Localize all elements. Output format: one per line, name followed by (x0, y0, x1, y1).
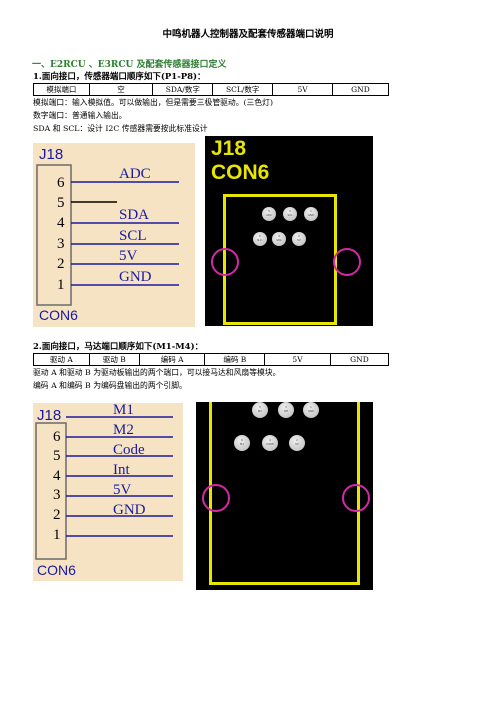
pin-label-int: Int (113, 462, 130, 478)
pcb-body-outline (209, 402, 360, 585)
pin-number: 2 (57, 256, 65, 272)
pin-number: 6 (57, 175, 65, 191)
sensor-port-table: 模拟端口 空 SDA/数字 SCL/数字 5V GND (33, 83, 390, 96)
subsection-heading-sensor: 1.面向接口，传感器端口顺序如下(P1-P8)： (33, 72, 206, 82)
motor-port-table: 驱动 A 驱动 B 编码 A 编码 B 5V GND (33, 353, 390, 366)
connector-outline (36, 164, 72, 306)
pin-label-m2: M2 (113, 422, 134, 438)
port-cell: 模拟端口 (33, 83, 90, 96)
motor-schematic: J18 6 5 4 3 2 1 M1 M2 Code Int 5V GND CO… (33, 403, 183, 581)
schematic-bg (33, 403, 183, 581)
connector-outline (35, 422, 67, 560)
pin-label-m1: M1 (113, 403, 134, 418)
pin-label-gnd: GND (113, 502, 146, 518)
pin-number: 1 (57, 277, 65, 293)
subsection-heading-motor: 2.面向接口，马达端口顺序如下(M1-M4)： (33, 342, 204, 352)
note-line: SDA 和 SCL：设计 I2C 传感器需要按此标准设计 (33, 124, 208, 133)
schematic-bg (33, 143, 195, 327)
note-line: 编码 A 和编码 B 为编码盘输出的两个引脚。 (33, 381, 187, 390)
port-cell: 驱动 A (33, 353, 90, 366)
pin-label-5v: 5V (119, 248, 138, 264)
mount-hole-left (202, 484, 230, 512)
mount-hole-right (342, 484, 370, 512)
mount-hole-right (333, 248, 361, 276)
pin-number: 6 (53, 429, 61, 445)
schematic-part: CON6 (39, 307, 78, 323)
section-heading: 一、E2RCU 、E3RCU 及配套传感器接口定义 (32, 60, 227, 70)
pin-label-sda: SDA (119, 207, 149, 223)
port-cell: 5V (264, 353, 331, 366)
pin-number: 5 (53, 448, 61, 464)
pin-label-5v: 5V (113, 482, 132, 498)
port-cell: GND (331, 83, 390, 96)
document-title: 中鸣机器人控制器及配套传感器端口说明 (162, 29, 334, 40)
pin-label-adc: ADC (119, 166, 151, 182)
pin-number: 3 (57, 236, 65, 252)
pin-number: 3 (53, 487, 61, 503)
schematic-ref: J18 (39, 146, 63, 163)
schematic-part: CON6 (37, 562, 76, 578)
mount-hole-left (211, 248, 239, 276)
pin-label-code: Code (113, 442, 145, 458)
port-cell: 编码 B (204, 353, 266, 366)
pcb-ref: J18 (211, 137, 247, 160)
pcb-part: CON6 (211, 161, 270, 184)
pin-number: 4 (53, 468, 61, 484)
port-cell: 空 (88, 83, 154, 96)
note-line: 模拟端口：输入模拟值。可以做输出，但是需要三极管驱动。(三色灯) (33, 98, 273, 107)
pin-number: 5 (57, 195, 65, 211)
port-cell: GND (329, 353, 390, 366)
pcb-body-outline (223, 194, 337, 325)
sensor-schematic: J18 6 5 4 3 2 1 ADC SDA SCL 5V GND CON6 (33, 143, 195, 327)
port-cell: 编码 A (138, 353, 206, 366)
port-cell: 5V (272, 83, 333, 96)
pin-number: 2 (53, 507, 61, 523)
schematic-ref: J18 (37, 407, 61, 424)
note-line: 数字端口：普通输入输出。 (33, 111, 127, 120)
port-cell: SCL/数字 (212, 83, 274, 96)
pin-number: 1 (53, 527, 61, 543)
pin-label-gnd: GND (119, 269, 152, 285)
port-cell: 驱动 B (88, 353, 140, 366)
port-cell: SDA/数字 (152, 83, 214, 96)
pin-number: 4 (57, 215, 65, 231)
note-line: 驱动 A 和驱动 B 为驱动板输出的两个端口，可以接马达和风扇等模块。 (33, 368, 281, 377)
pin-label-scl: SCL (119, 228, 147, 244)
